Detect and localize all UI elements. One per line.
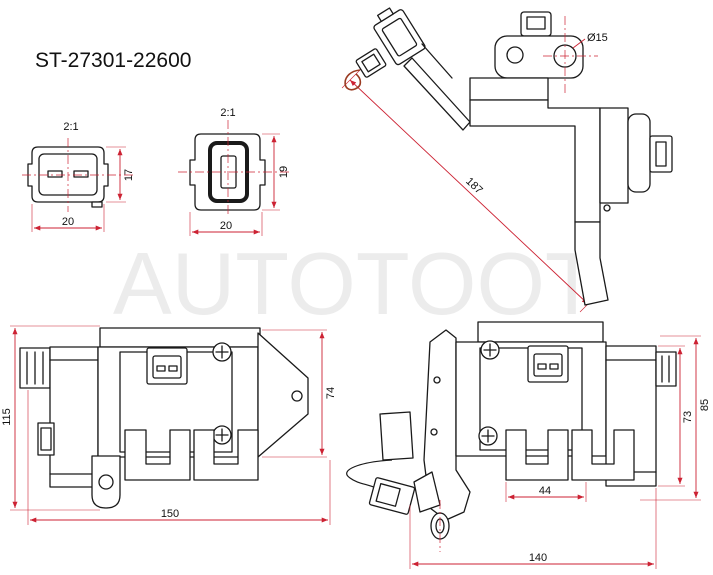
coil-leg [124, 429, 191, 481]
coil-block [469, 77, 549, 101]
part-number-title: ST-27301-22600 [35, 49, 191, 72]
tab-hole [98, 474, 114, 490]
scale-label: 2:1 [63, 121, 78, 133]
dimension-body-height: 74 [325, 387, 337, 399]
screw-cross [215, 345, 229, 359]
terminal-slot [73, 170, 89, 178]
dimension-total-height: 85 [699, 399, 711, 411]
dimension-width: 20 [220, 220, 232, 232]
rivet [603, 204, 611, 212]
top-cap [99, 327, 261, 348]
bracket-foot [574, 221, 609, 306]
tower-terminal [506, 46, 524, 64]
side-connector [655, 351, 677, 387]
strap-edge [421, 43, 453, 79]
wire-connector [355, 48, 387, 78]
connector-socket [361, 53, 381, 73]
terminal-slot [549, 363, 559, 370]
support-strap [403, 57, 471, 131]
isometric-view: Ø15 187 [341, 7, 673, 313]
hole-diameter-label: Ø15 [587, 32, 608, 44]
terminal-slot [156, 365, 166, 372]
screw-cross [483, 343, 497, 357]
dimension-length: 187 [463, 175, 485, 196]
wire-loop [344, 69, 362, 91]
mounting-bracket [257, 332, 309, 458]
dimension-length: 150 [161, 508, 179, 520]
terminal-slot [537, 363, 547, 370]
side-view-right: 44 73 85 140 [346, 321, 711, 569]
scale-label: 2:1 [220, 107, 235, 119]
primary-connector-socket [152, 355, 182, 379]
plate-hole [430, 428, 438, 436]
watermark: AUTOTOOT [113, 234, 599, 333]
dimension-total-height: 115 [1, 408, 13, 426]
dimension-length: 140 [529, 552, 547, 564]
connector-view-1: 2:1 17 20 [22, 121, 135, 232]
small-connector-socket [40, 427, 52, 451]
screw-cross [215, 428, 229, 442]
ignition-connector [373, 7, 426, 66]
dimension-width: 20 [62, 216, 74, 228]
coil-tower [627, 113, 651, 193]
latch-tab [91, 201, 103, 208]
leader-line [572, 38, 586, 49]
connector-socket [381, 17, 418, 57]
screw-cross [481, 429, 495, 443]
dimension-body-height: 73 [682, 411, 694, 423]
wire-plate [379, 411, 414, 461]
coil-leg [193, 429, 259, 481]
dimension-leg-width: 44 [539, 485, 551, 497]
coil-leg [571, 429, 635, 481]
top-connector-socket [526, 16, 546, 30]
plate-hole [433, 376, 441, 384]
mounting-bracket [469, 99, 601, 223]
dimension-line-length [349, 79, 589, 305]
coil-body [599, 107, 629, 204]
coil-leg [505, 429, 569, 481]
latch-tab [376, 7, 394, 23]
wire-connector [368, 477, 416, 515]
primary-connector-socket [533, 353, 563, 377]
connector-socket [375, 483, 401, 507]
connector-view-2: 2:1 19 20 [178, 107, 292, 236]
dimension-height: 19 [278, 166, 290, 178]
terminal-slot [47, 170, 63, 178]
side-connector-socket [655, 141, 667, 167]
top-cap [477, 321, 604, 343]
dimension-height: 17 [123, 169, 135, 181]
side-view-left: 115 74 150 [1, 325, 337, 525]
coil-tower [49, 346, 99, 488]
terminal-slot [168, 365, 178, 372]
wire [346, 459, 393, 489]
mounting-hole [291, 390, 303, 402]
